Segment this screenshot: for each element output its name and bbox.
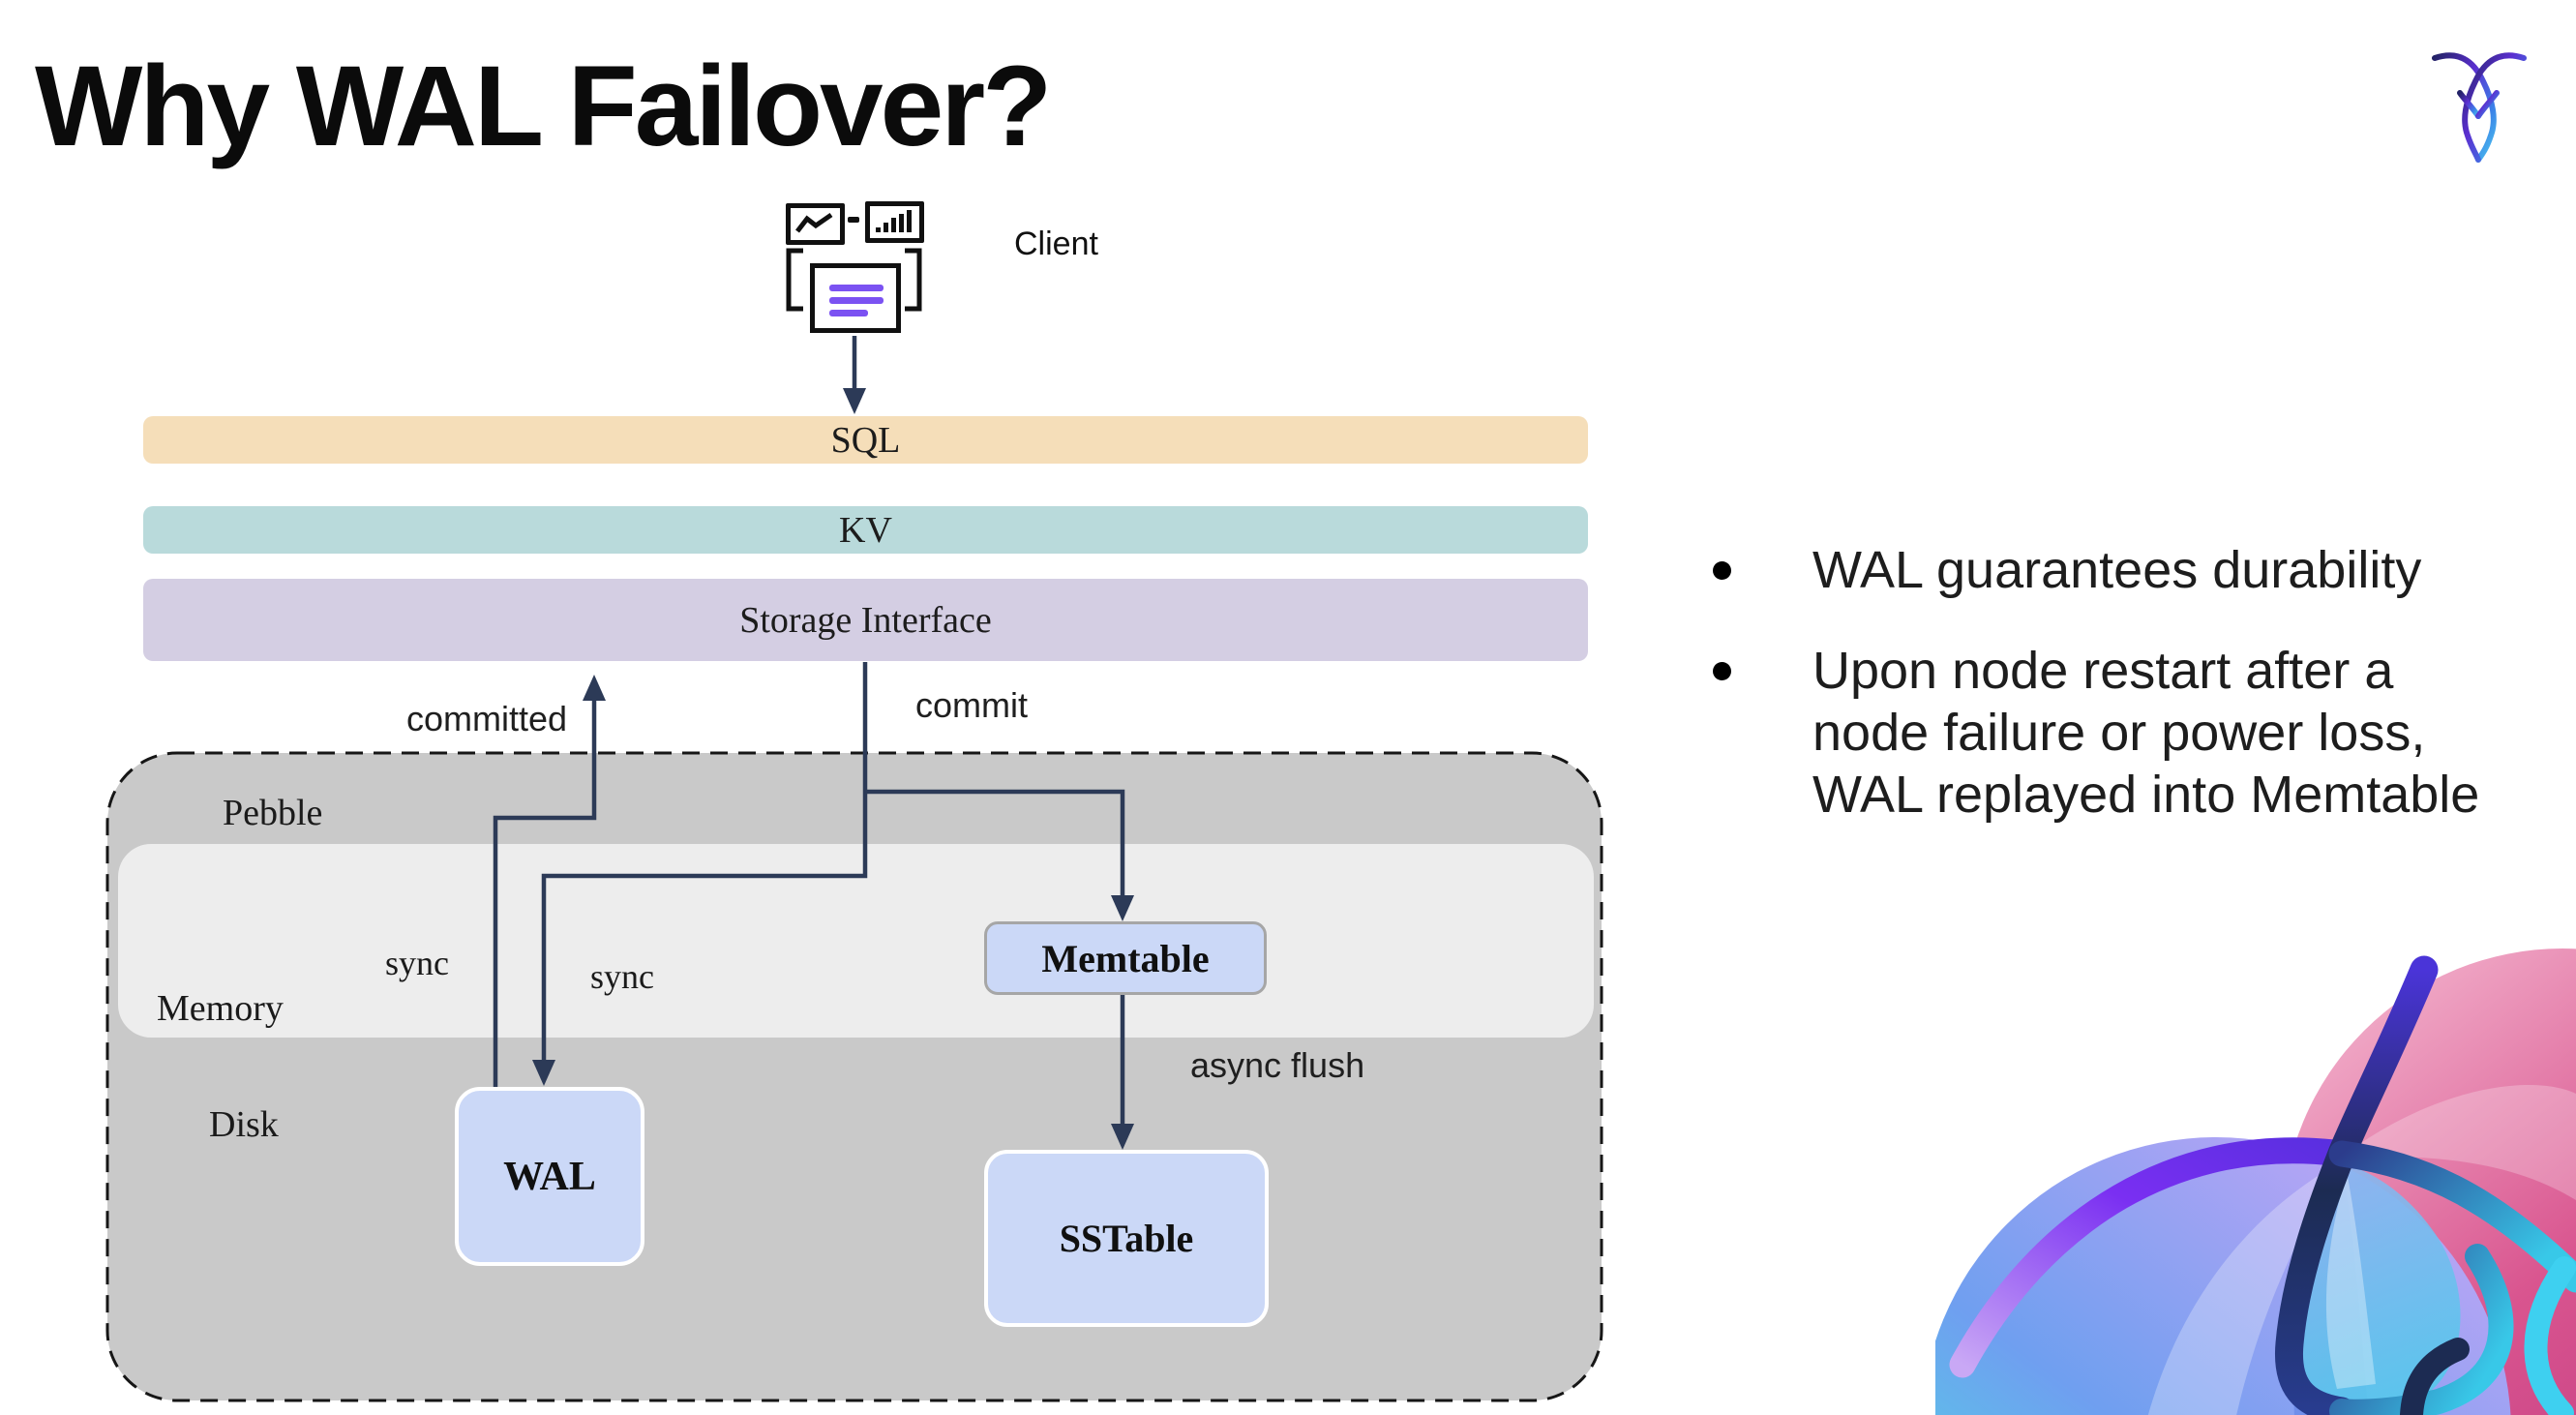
decoration-leaf-streak <box>2325 1171 2376 1389</box>
bracket-left-icon <box>786 248 803 312</box>
document-screen-icon <box>810 263 901 333</box>
brand-decoration-graphic <box>1935 948 2576 1415</box>
layer-kv: KV <box>143 506 1588 554</box>
edge-label-sync-right: sync <box>590 957 654 996</box>
edge-committed <box>493 690 597 1087</box>
bar-chart-monitor-icon <box>865 201 924 243</box>
cockroachdb-logo-icon <box>2432 52 2527 163</box>
sstable-box: SSTable <box>984 1150 1269 1327</box>
list-item: WAL guarantees durability <box>1713 539 2516 601</box>
list-item: Upon node restart after a node failure o… <box>1713 640 2516 826</box>
decoration-pink-shine <box>2342 1085 2576 1200</box>
memtable-box-label: Memtable <box>1041 936 1210 980</box>
decoration-sphere-petal-1 <box>2147 1161 2342 1415</box>
edge-commit-to-memtable <box>865 789 1125 908</box>
pebble-container <box>105 751 1603 1402</box>
decoration-right-leaf <box>2524 1256 2576 1415</box>
decoration-purple-arc <box>1949 1137 2355 1378</box>
client-label: Client <box>1014 226 1098 262</box>
bullet-dot-icon <box>1713 662 1731 680</box>
page-title: Why WAL Failover? <box>35 43 1052 170</box>
arrowhead-committed <box>583 675 606 701</box>
disk-label: Disk <box>209 1104 279 1145</box>
arrowhead-client-sql <box>843 388 866 414</box>
edge-label-commit: commit <box>915 685 1028 725</box>
layer-kv-label: KV <box>839 509 892 551</box>
wal-box-label: WAL <box>503 1154 596 1199</box>
pebble-label: Pebble <box>223 793 323 833</box>
arrowhead-memtable <box>1111 895 1134 921</box>
bullet-list: WAL guarantees durability Upon node rest… <box>1713 539 2516 826</box>
layer-sql-label: SQL <box>830 419 901 461</box>
layer-sql: SQL <box>143 416 1588 464</box>
line-chart-monitor-icon <box>786 203 845 245</box>
memory-band <box>118 844 1594 1038</box>
bullet-dot-icon <box>1713 561 1731 580</box>
arrowhead-commit-wal <box>532 1060 555 1086</box>
sstable-box-label: SSTable <box>1059 1217 1194 1260</box>
memtable-box: Memtable <box>984 921 1267 995</box>
decoration-stem <box>2400 1338 2470 1415</box>
edge-label-async-flush: async flush <box>1190 1045 1365 1085</box>
decoration-leaf-outline-right <box>2329 1244 2514 1415</box>
bullet-text: WAL guarantees durability <box>1812 541 2422 599</box>
decoration-blue-cyan-arc <box>2328 1140 2576 1293</box>
bullet-text: Upon node restart after a node failure o… <box>1812 642 2480 824</box>
bracket-right-icon <box>905 248 922 312</box>
dash-connector-icon <box>848 217 859 223</box>
wal-box: WAL <box>455 1087 644 1266</box>
edge-commit <box>541 662 868 1072</box>
decoration-navy-antenna <box>2274 955 2439 1415</box>
edge-label-sync-left: sync <box>385 944 449 982</box>
layer-storage-interface: Storage Interface <box>143 579 1588 661</box>
layer-storage-label: Storage Interface <box>739 599 992 641</box>
arrowhead-sstable <box>1111 1124 1134 1150</box>
edge-label-committed: committed <box>406 699 568 738</box>
memory-label: Memory <box>157 988 284 1029</box>
